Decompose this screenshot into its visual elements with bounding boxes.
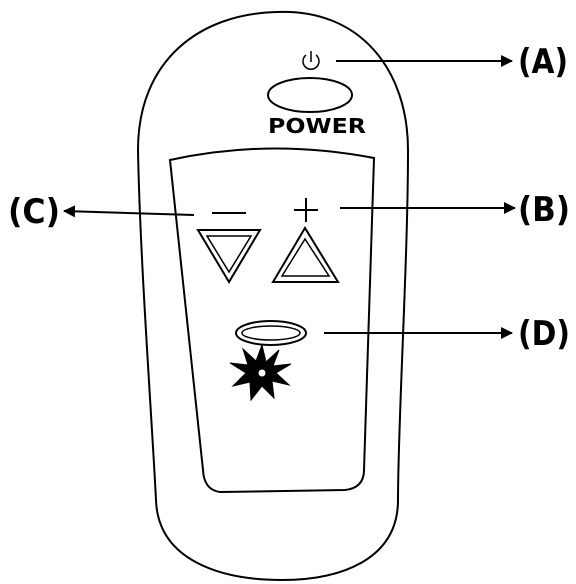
callout-line-c [63,205,195,218]
power-label: POWER [268,114,366,138]
down-button[interactable] [196,229,262,284]
down-triangle-icon [196,229,262,284]
power-icon [302,51,320,70]
starburst-light-icon [229,343,292,402]
callout-label-a: (A) [518,42,568,82]
callout-label-b: (B) [518,190,570,230]
callout-label-d: (D) [518,314,570,354]
remote-body [136,10,410,582]
up-triangle-icon [271,226,340,283]
plus-sign-icon [294,198,318,222]
power-button[interactable] [267,77,353,113]
button-panel [168,147,376,494]
oval-button[interactable] [235,320,307,346]
callout-label-c: (C) [8,192,60,232]
up-button[interactable] [271,226,340,283]
